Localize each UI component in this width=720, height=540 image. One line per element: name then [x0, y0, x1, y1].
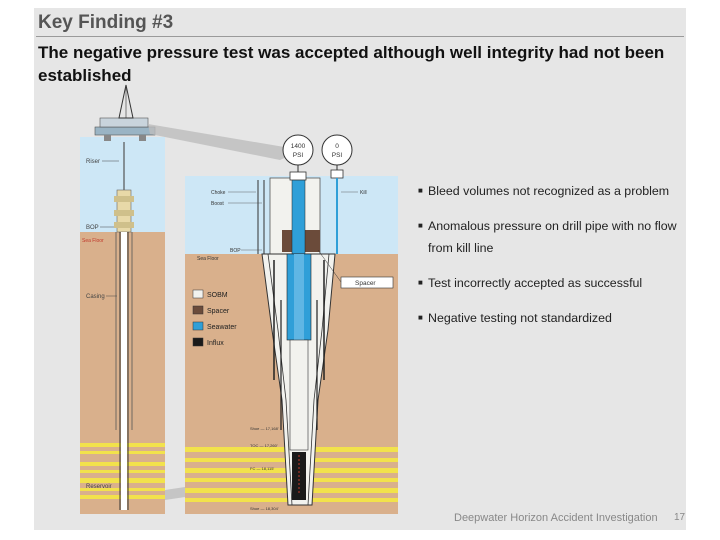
key-points-list: ■ Bleed volumes not recognized as a probl… — [418, 180, 683, 342]
left-casing — [115, 232, 133, 510]
title-divider — [36, 36, 684, 37]
left-label-sea-floor: Sea Floor — [82, 238, 104, 244]
label-boost: Boost — [211, 201, 224, 207]
drill-pipe-gauge-value: 1400 — [291, 143, 306, 150]
legend-swatch-seawater — [192, 321, 204, 331]
center-well-diagram: 1400 PSI 0 PSI Choke Boost Kill BOP Sea … — [185, 134, 398, 514]
lower-casing-sobm — [289, 339, 309, 451]
left-bop-stack — [114, 189, 134, 233]
depth-mark: FC — 18,115' — [250, 466, 274, 471]
slide-footer: Deepwater Horizon Accident Investigation — [454, 512, 658, 524]
bullet-square-icon: ■ — [418, 221, 423, 230]
depth-marks: Shoe — 17,168' TOC — 17,260' FC — 18,115… — [250, 426, 279, 511]
drill-pipe-gauge: 1400 PSI — [282, 134, 314, 178]
legend-swatch-influx — [192, 337, 204, 347]
label-bop: BOP — [230, 248, 241, 254]
bullet-text: Anomalous pressure on drill pipe with no… — [428, 219, 677, 255]
depth-mark: Shoe — 18,304' — [250, 506, 279, 511]
bullet-text: Test incorrectly accepted as successful — [428, 276, 643, 290]
bullet-text: Negative testing not standardized — [428, 311, 612, 325]
drilling-rig-icon — [94, 84, 156, 141]
legend-swatch-sobm — [192, 289, 204, 299]
legend-label-spacer: Spacer — [207, 308, 230, 315]
left-label-casing: Casing — [86, 294, 105, 300]
spacer-callout-label: Spacer — [355, 280, 376, 287]
slide-title: Key Finding #3 — [38, 12, 174, 33]
depth-mark: TOC — 17,260' — [250, 443, 278, 448]
left-label-riser: Riser — [86, 159, 100, 165]
drill-pipe-lower — [294, 254, 304, 340]
zoom-connector-top — [148, 124, 302, 160]
bullet-text: Bleed volumes not recognized as a proble… — [428, 184, 670, 198]
label-choke: Choke — [211, 190, 226, 196]
bullet-square-icon: ■ — [418, 313, 423, 322]
kill-line-gauge-unit: PSI — [332, 152, 343, 159]
list-item: ■ Negative testing not standardized — [418, 307, 683, 329]
legend-label-influx: Influx — [207, 340, 224, 347]
left-label-bop: BOP — [86, 225, 99, 231]
kill-line-gauge: 0 PSI — [321, 134, 353, 179]
legend-label-seawater: Seawater — [207, 324, 237, 331]
drill-pipe-seawater — [291, 177, 306, 257]
list-item: ■ Anomalous pressure on drill pipe with n… — [418, 215, 683, 259]
label-sea-floor: Sea Floor — [197, 256, 219, 262]
page-number: 17 — [674, 512, 686, 523]
fluid-legend: SOBM Spacer Seawater Influx — [192, 289, 237, 347]
legend-label-sobm: SOBM — [207, 292, 228, 299]
spacer-callout-box — [340, 276, 394, 289]
left-label-reservoir: Reservoir — [86, 484, 112, 490]
bullet-square-icon: ■ — [418, 278, 423, 287]
left-well-diagram: Riser BOP Sea Floor Casing Reservoir — [80, 84, 165, 514]
list-item: ■ Test incorrectly accepted as successful — [418, 272, 683, 294]
label-kill: Kill — [360, 190, 367, 196]
kill-line-gauge-value: 0 — [335, 143, 339, 150]
bullet-square-icon: ■ — [418, 186, 423, 195]
depth-mark: Shoe — 17,168' — [250, 426, 279, 431]
list-item: ■ Bleed volumes not recognized as a probl… — [418, 180, 683, 202]
slide-subtitle: The negative pressure test was accepted … — [38, 43, 665, 85]
drill-pipe-gauge-unit: PSI — [293, 152, 304, 159]
legend-swatch-spacer — [192, 305, 204, 315]
